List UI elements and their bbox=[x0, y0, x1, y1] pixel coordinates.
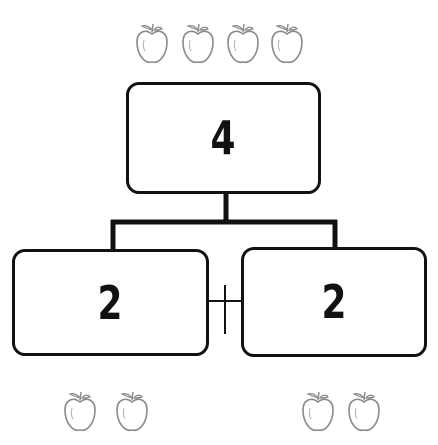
left-part-box: 2 bbox=[12, 249, 209, 356]
left-part-value: 2 bbox=[98, 275, 123, 330]
whole-value: 4 bbox=[211, 111, 236, 165]
whole-box: 4 bbox=[126, 82, 321, 194]
right-part-value: 2 bbox=[321, 275, 347, 329]
right-part-box: 2 bbox=[241, 247, 427, 357]
